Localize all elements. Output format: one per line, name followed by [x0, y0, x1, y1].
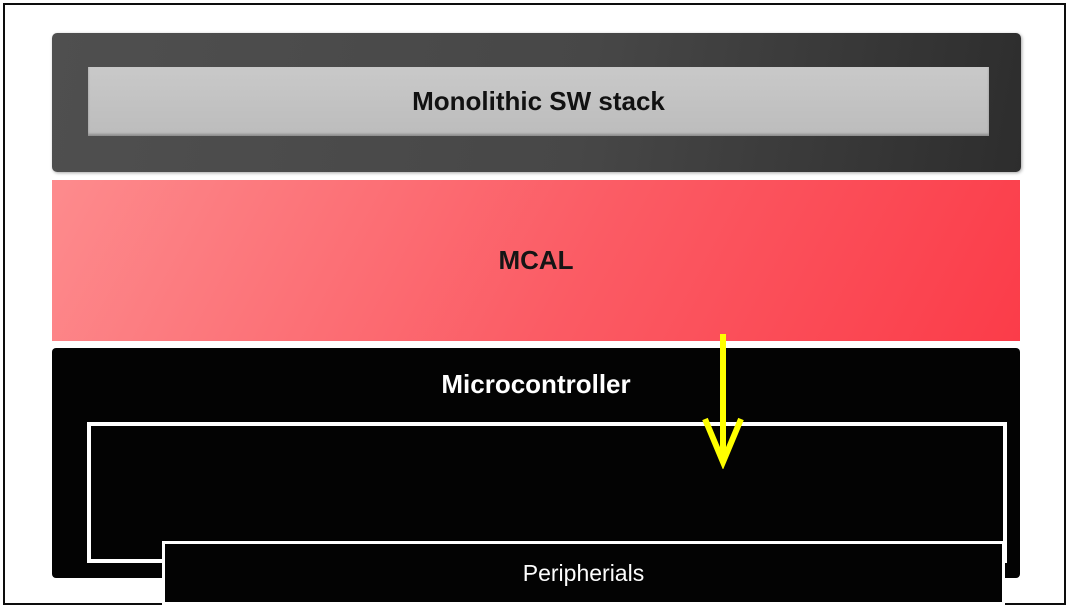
monolithic-sw-stack-inner-bar: Monolithic SW stack: [88, 67, 989, 136]
mcal-label: MCAL: [498, 245, 574, 275]
peripherials-box: Peripherials: [162, 541, 1005, 605]
peripherials-label: Peripherials: [522, 559, 645, 586]
monolithic-sw-stack-layer: Monolithic SW stack: [52, 33, 1021, 172]
mcal-layer: MCAL: [52, 180, 1020, 341]
monolithic-sw-stack-label: Monolithic SW stack: [412, 86, 665, 116]
microcontroller-layer: Microcontroller Peripherials: [52, 348, 1020, 605]
microcontroller-inner-frame: Peripherials: [87, 422, 1007, 605]
arrow-down-connector-icon: [702, 334, 744, 469]
microcontroller-label: Microcontroller: [441, 369, 631, 399]
